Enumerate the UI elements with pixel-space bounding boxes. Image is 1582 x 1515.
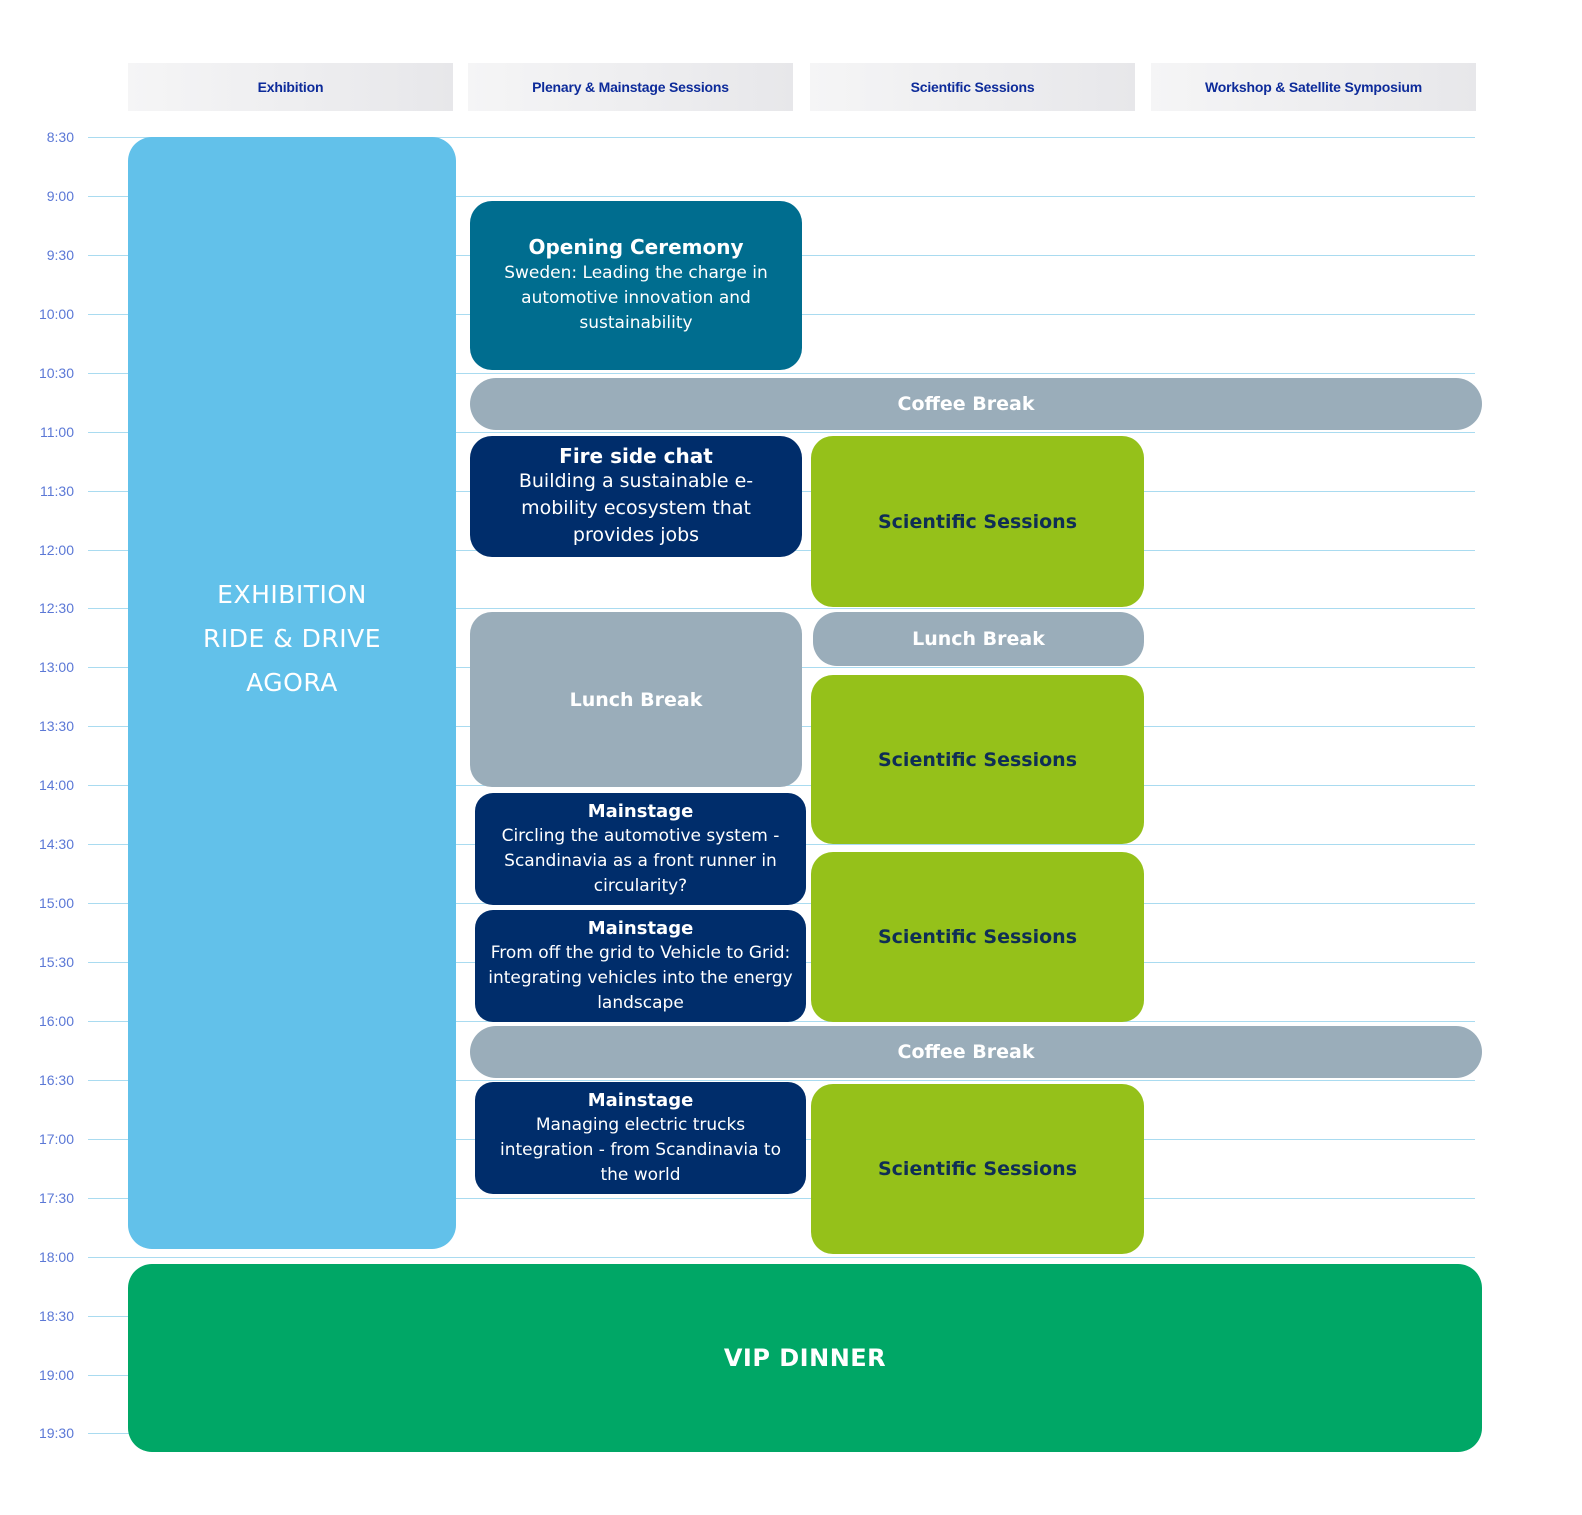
time-label: 14:30 (38, 836, 74, 852)
time-label: 10:00 (38, 306, 74, 322)
time-label: 8:30 (46, 129, 74, 145)
fireside-chat-title: Fire side chat (559, 444, 713, 468)
mainstage-description: From off the grid to Vehicle to Grid: in… (488, 942, 793, 1013)
fireside-chat-block[interactable]: Fire side chat Building a sustainable e-… (470, 436, 802, 557)
time-row: 12:30 (0, 600, 1475, 616)
mainstage-title: Mainstage (587, 917, 694, 939)
opening-ceremony-description: Sweden: Leading the charge in automotive… (504, 263, 768, 333)
grid-line (88, 137, 1475, 138)
grid-line (88, 1198, 1475, 1199)
coffee-break-morning[interactable]: Coffee Break (470, 378, 1482, 430)
scientific-sessions-block-3[interactable]: Scientific Sessions (811, 852, 1144, 1022)
time-label: 11:30 (40, 483, 74, 499)
scientific-sessions-block-2[interactable]: Scientific Sessions (811, 675, 1144, 844)
ride-and-drive-label: RIDE & DRIVE (202, 623, 382, 653)
time-label: 12:30 (38, 600, 74, 616)
vip-dinner-label: VIP DINNER (723, 1344, 887, 1372)
time-label: 10:30 (38, 365, 74, 381)
scientific-sessions-label: Scientific Sessions (877, 510, 1078, 533)
grid-line (88, 196, 1475, 197)
scientific-sessions-label: Scientific Sessions (877, 926, 1078, 948)
exhibition-block[interactable]: EXHIBITION RIDE & DRIVE AGORA (128, 137, 456, 1249)
time-label: 16:30 (38, 1072, 74, 1088)
time-label: 12:00 (38, 542, 74, 558)
time-label: 13:00 (38, 659, 74, 675)
time-label: 17:30 (38, 1190, 74, 1206)
time-label: 15:00 (38, 895, 74, 911)
coffee-break-afternoon[interactable]: Coffee Break (470, 1026, 1482, 1078)
column-header-scientific: Scientific Sessions (810, 63, 1135, 111)
time-label: 17:00 (38, 1131, 74, 1147)
time-row: 10:30 (0, 365, 1475, 381)
coffee-break-label: Coffee Break (897, 393, 1035, 415)
mainstage-description: Circling the automotive system - Scandin… (501, 825, 780, 896)
time-row: 16:30 (0, 1072, 1475, 1088)
time-row: 17:30 (0, 1190, 1475, 1206)
grid-line (88, 1080, 1475, 1081)
time-label: 19:30 (38, 1425, 74, 1441)
grid-line (88, 1257, 1475, 1258)
mainstage-session-1[interactable]: Mainstage Circling the automotive system… (475, 793, 806, 905)
time-label: 16:00 (38, 1013, 74, 1029)
lunch-break-scientific[interactable]: Lunch Break (813, 612, 1144, 666)
scientific-sessions-block-4[interactable]: Scientific Sessions (811, 1084, 1144, 1254)
agora-label: AGORA (246, 667, 338, 697)
exhibition-label: EXHIBITION (217, 579, 367, 609)
coffee-break-label: Coffee Break (897, 1041, 1035, 1063)
column-header-exhibition: Exhibition (128, 63, 453, 111)
time-label: 9:00 (46, 188, 74, 204)
time-label: 14:00 (38, 777, 74, 793)
time-row: 9:00 (0, 188, 1475, 204)
lunch-break-plenary[interactable]: Lunch Break (470, 612, 802, 787)
time-row: 18:00 (0, 1249, 1475, 1265)
lunch-break-label: Lunch Break (569, 688, 703, 711)
mainstage-title: Mainstage (587, 1089, 694, 1111)
scientific-sessions-block-1[interactable]: Scientific Sessions (811, 436, 1144, 607)
mainstage-description: Managing electric trucks integration - f… (500, 1114, 781, 1185)
time-label: 13:30 (38, 718, 74, 734)
grid-line (88, 373, 1475, 374)
mainstage-session-2[interactable]: Mainstage From off the grid to Vehicle t… (475, 910, 806, 1022)
exhibition-labels: EXHIBITION RIDE & DRIVE AGORA (203, 565, 381, 712)
grid-line (88, 608, 1475, 609)
scientific-sessions-label: Scientific Sessions (877, 748, 1078, 771)
mainstage-session-3[interactable]: Mainstage Managing electric trucks integ… (475, 1082, 806, 1194)
opening-ceremony-block[interactable]: Opening Ceremony Sweden: Leading the cha… (470, 201, 802, 370)
column-header-workshop: Workshop & Satellite Symposium (1151, 63, 1476, 111)
time-label: 11:00 (40, 424, 74, 440)
time-row: 8:30 (0, 129, 1475, 145)
time-label: 9:30 (46, 247, 74, 263)
scientific-sessions-label: Scientific Sessions (877, 1158, 1078, 1180)
mainstage-title: Mainstage (587, 800, 694, 822)
lunch-break-label: Lunch Break (912, 628, 1045, 650)
opening-ceremony-title: Opening Ceremony (528, 235, 744, 259)
column-header-plenary: Plenary & Mainstage Sessions (468, 63, 793, 111)
time-label: 15:30 (38, 954, 74, 970)
time-label: 18:00 (38, 1249, 74, 1265)
time-label: 19:00 (38, 1367, 74, 1383)
fireside-chat-description: Building a sustainable e-mobility ecosys… (518, 470, 754, 546)
grid-line (88, 432, 1475, 433)
time-label: 18:30 (38, 1308, 74, 1324)
time-row: 11:00 (0, 424, 1475, 440)
vip-dinner-block[interactable]: VIP DINNER (128, 1264, 1482, 1452)
